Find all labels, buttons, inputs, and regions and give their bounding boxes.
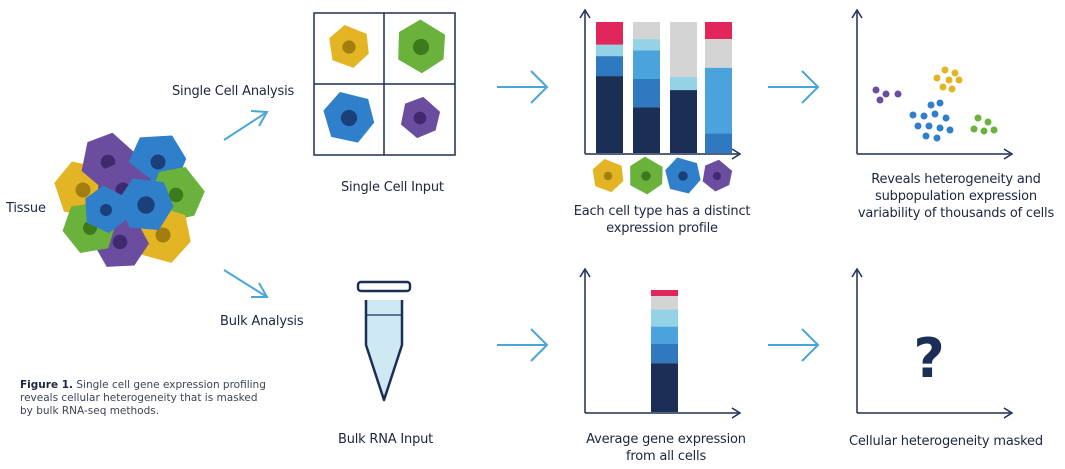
single-cell-grid (313, 12, 456, 156)
sc-bar-1-segment-mid_blue (596, 56, 623, 77)
sc-bar-3 (670, 22, 697, 153)
sc-bar-1-segment-navy (596, 76, 623, 153)
sc-x-axis (585, 148, 742, 160)
green-cell-icon (626, 154, 666, 197)
sc-bar-1-segment-pink (596, 22, 623, 45)
bulk-rna-input-label: Bulk RNA Input (338, 432, 434, 447)
masked-x-axis (857, 407, 1014, 419)
tissue-cluster (51, 123, 214, 280)
single-cell-input-label: Single Cell Input (341, 180, 444, 195)
sc-bar-4-segment-pink (705, 22, 732, 40)
purple-cell-icon (698, 156, 736, 195)
bulk-rna-tube-icon (356, 280, 412, 402)
bulk-bar (651, 290, 678, 412)
sc-bar-4 (705, 22, 732, 153)
cluster-green (970, 114, 998, 135)
bulk-bar-segment-pale_blue (651, 309, 678, 327)
bulk-y-axis (579, 267, 591, 413)
bulk-bar-segment-mid_blue (651, 343, 678, 364)
figure-label: Figure 1. (20, 379, 74, 391)
masked-y-axis (851, 267, 863, 413)
cluster-purple (872, 86, 902, 104)
bulk-bar-segment-grey (651, 296, 678, 310)
sc-bar-3-segment-navy (670, 90, 697, 153)
sc-bar-2 (633, 22, 660, 153)
green-cell-icon (392, 16, 450, 77)
flow-arrow-3 (497, 328, 549, 362)
figure-caption: Figure 1. Single cell gene expression pr… (20, 379, 270, 418)
scatter-x-axis (857, 148, 1014, 160)
sc-bar-2-segment-grey (633, 22, 660, 40)
yellow-cell-icon (592, 159, 624, 193)
scatter-y-axis (851, 8, 863, 154)
reveals-heterogeneity-label: Reveals heterogeneity and subpopulation … (857, 172, 1055, 221)
sc-bar-3-segment-pale_blue (670, 77, 697, 91)
sc-bar-3-segment-grey (670, 22, 697, 78)
sc-bar-1 (596, 22, 623, 153)
sc-bar-2-segment-navy (633, 107, 660, 153)
sc-bar-4-segment-grey (705, 39, 732, 68)
bulk-analysis-label: Bulk Analysis (220, 314, 304, 329)
subpopulation-scatter (851, 8, 1014, 160)
bulk-x-axis (585, 407, 742, 419)
sc-bar-2-segment-light_blue (633, 50, 660, 79)
cell-type-legend (592, 154, 736, 197)
purple-cell-icon (395, 91, 445, 144)
figure-caption-text: Single cell gene expression profiling re… (20, 379, 266, 417)
flow-arrow-1 (497, 70, 549, 104)
single-cell-analysis-label: Single Cell Analysis (172, 84, 295, 99)
sc-bar-2-segment-pale_blue (633, 39, 660, 51)
sc-bar-4-segment-mid_blue (705, 133, 732, 153)
bulk-bar-segment-light_blue (651, 326, 678, 344)
yellow-cell-icon (329, 25, 369, 68)
question-mark: ? (913, 327, 944, 390)
blue-cell-icon (321, 87, 377, 147)
sc-bar-2-segment-mid_blue (633, 78, 660, 108)
bulk-bar-segment-navy (651, 363, 678, 412)
cluster-yellow (933, 66, 963, 93)
sc-bar-1-segment-pale_blue (596, 44, 623, 57)
sc-bar-4-segment-light_blue (705, 67, 732, 134)
masked-chart: ? (851, 267, 1014, 419)
distinct-profile-label: Each cell type has a distinct expression… (573, 204, 751, 236)
cluster-blue (909, 99, 954, 142)
flow-arrow-4 (768, 328, 820, 362)
flow-arrow-2 (768, 70, 820, 104)
average-expression-label: Average gene expression from all cells (586, 432, 746, 464)
single-cell-bar-chart (579, 8, 742, 197)
blue-cell-icon (664, 155, 702, 196)
sc-bars (596, 22, 732, 153)
sc-y-axis (579, 8, 591, 154)
bulk-branch-arrow (223, 269, 269, 298)
bulk-bar-segment-pink (651, 290, 678, 297)
heterogeneity-masked-label: Cellular heterogeneity masked (849, 434, 1043, 449)
single-cell-branch-arrow (223, 110, 269, 141)
tissue-label: Tissue (6, 201, 46, 216)
bulk-bar-chart (579, 267, 742, 419)
